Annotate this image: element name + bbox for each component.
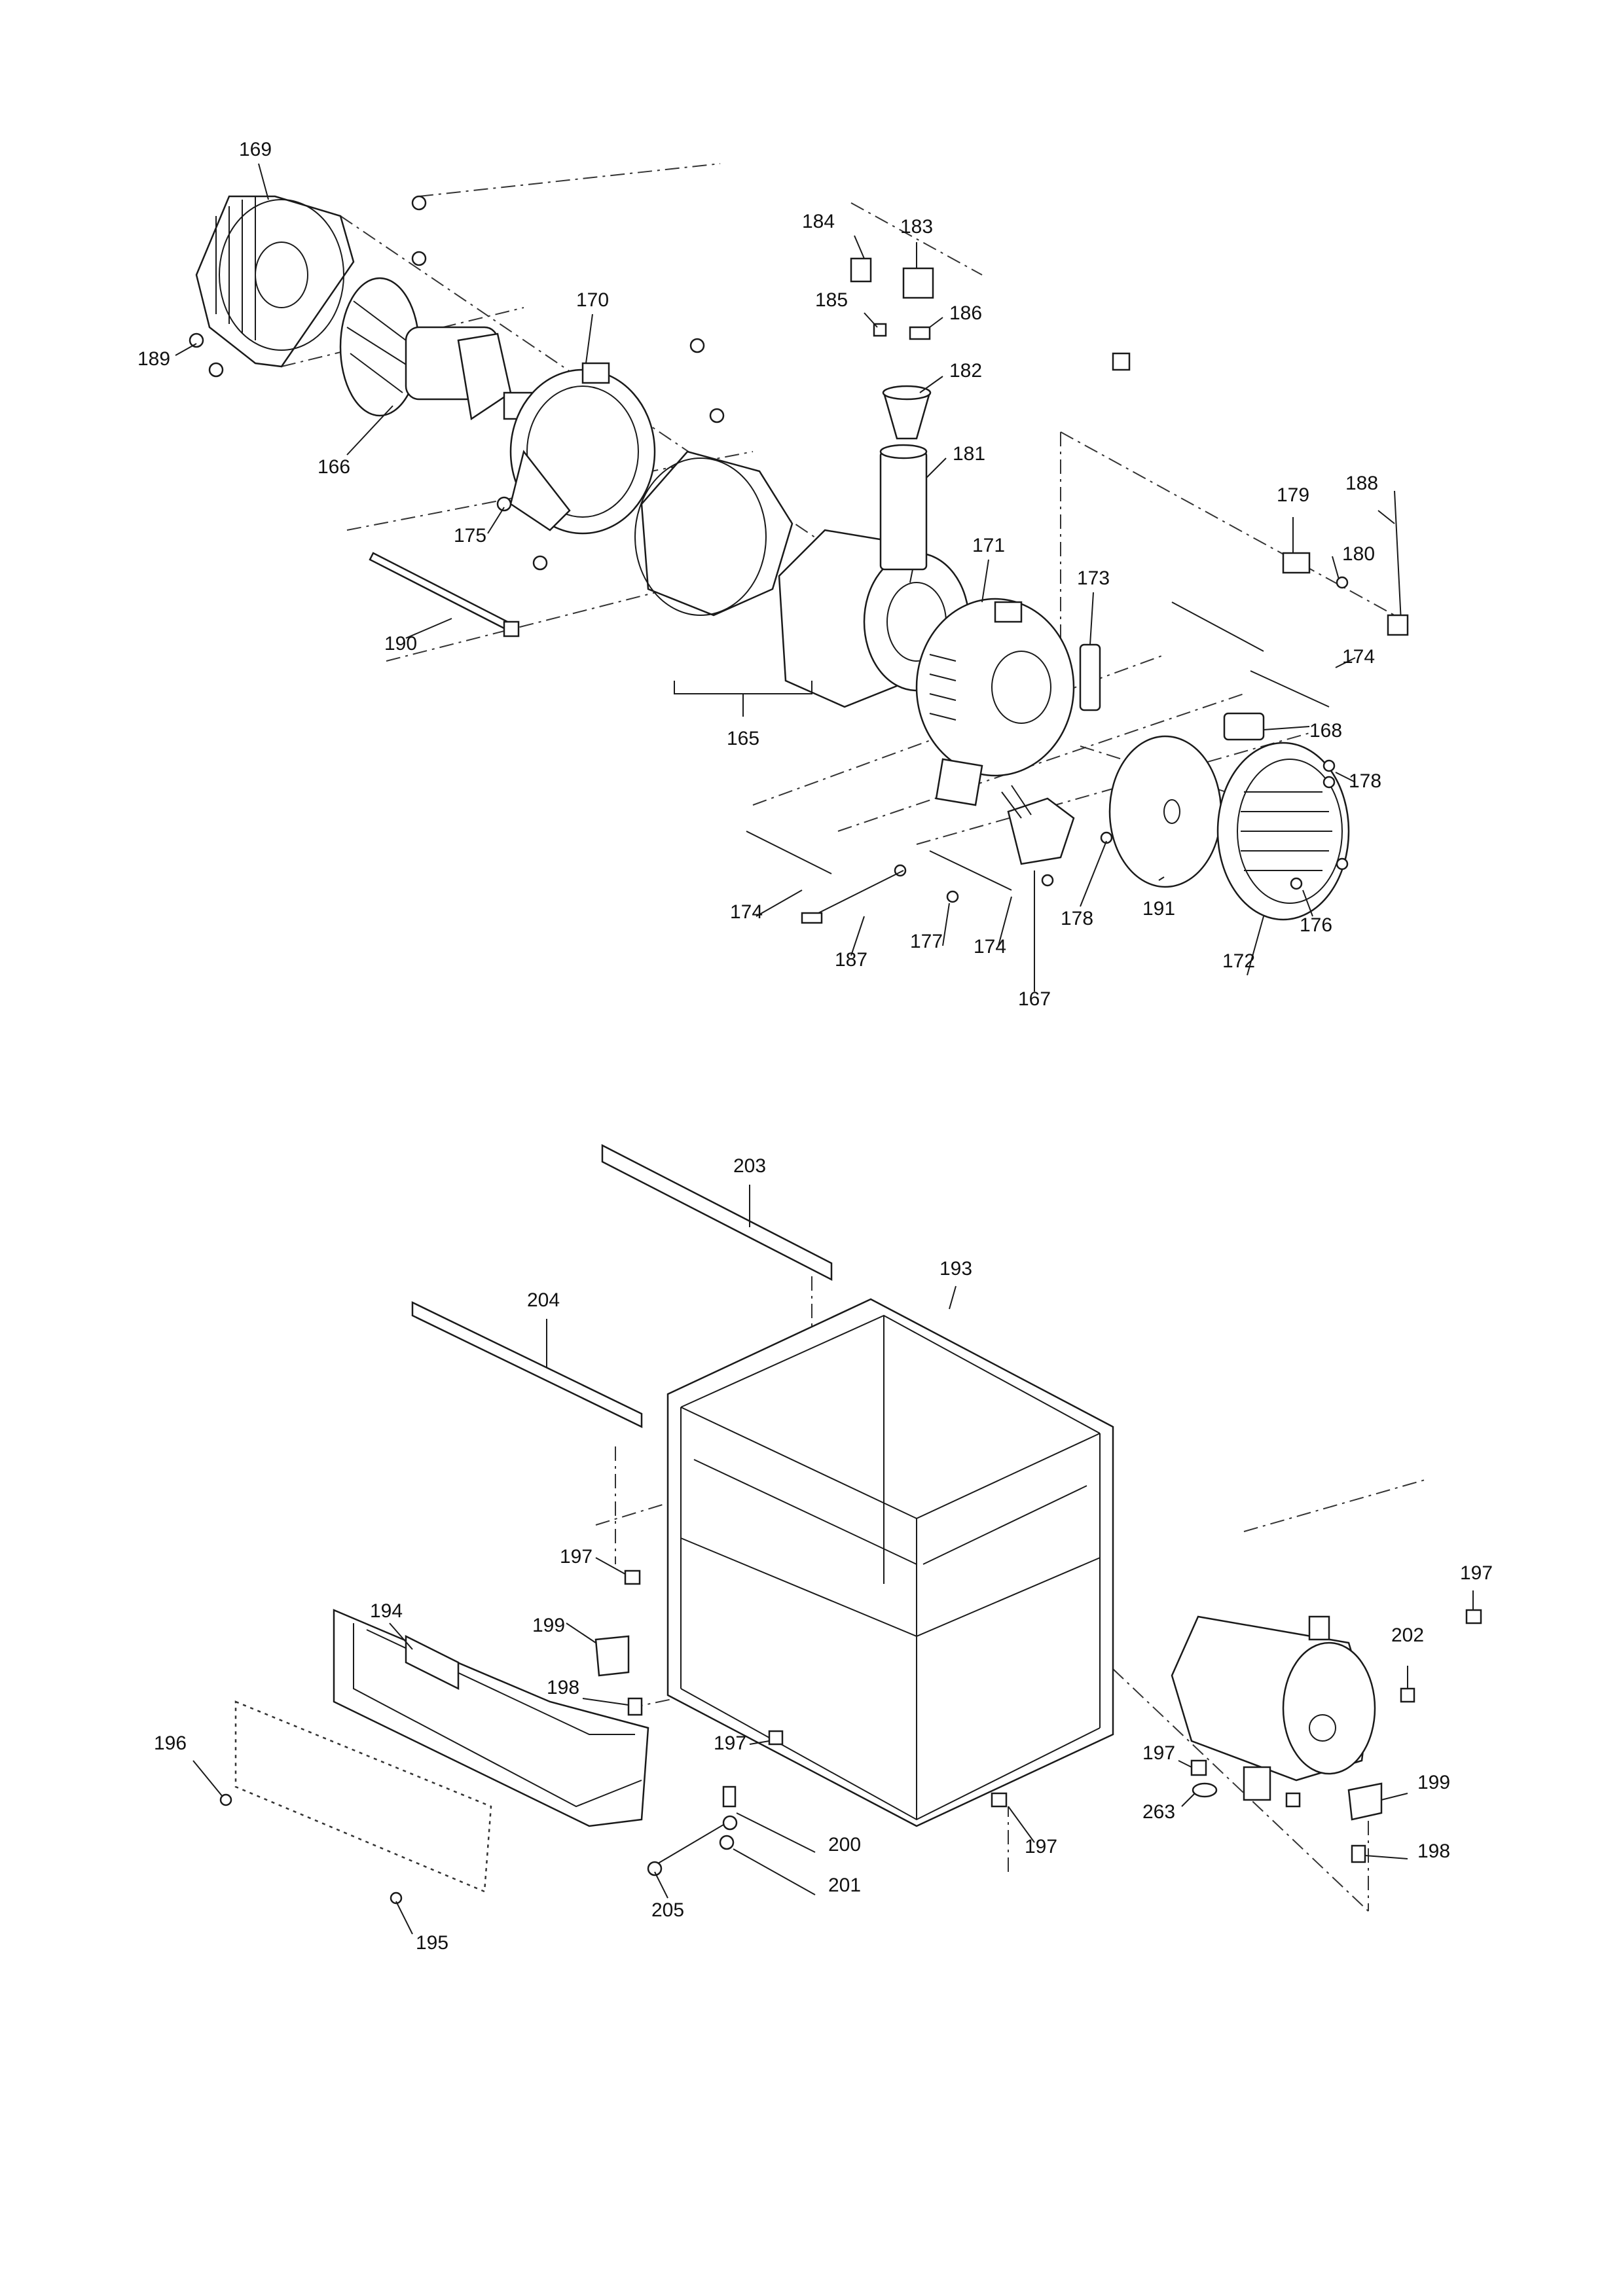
callout-181: 181 — [953, 443, 985, 465]
callout-198-b: 198 — [1417, 1840, 1450, 1862]
callout-183: 183 — [900, 216, 933, 238]
callout-193: 193 — [939, 1258, 972, 1280]
front-bracket-170 — [509, 362, 656, 535]
callout-204: 204 — [527, 1289, 560, 1311]
callout-190: 190 — [384, 633, 417, 655]
callout-203: 203 — [733, 1155, 766, 1177]
callout-191: 191 — [1142, 898, 1175, 920]
rotor-166 — [339, 277, 558, 421]
callout-197-a: 197 — [560, 1546, 593, 1568]
callout-169: 169 — [239, 139, 272, 160]
connectors-183-186 — [850, 257, 934, 340]
callout-177: 177 — [910, 931, 943, 952]
brush-holder-173 — [1079, 643, 1101, 711]
callout-172: 172 — [1222, 950, 1255, 972]
callout-189: 189 — [137, 348, 170, 370]
callout-178-b: 178 — [1061, 908, 1093, 929]
rear-housing-169 — [195, 195, 355, 368]
callout-166: 166 — [318, 456, 350, 478]
callout-170: 170 — [576, 289, 609, 311]
terminal-plate-167 — [1001, 785, 1075, 865]
callout-186: 186 — [949, 302, 982, 324]
front-housing-171 — [915, 598, 1075, 806]
callout-199-b: 199 — [1417, 1772, 1450, 1793]
callout-175: 175 — [454, 525, 486, 547]
panel-box-194 — [333, 1609, 649, 1827]
leader-lines-bottom — [192, 1185, 1474, 1935]
callout-202: 202 — [1391, 1624, 1424, 1646]
cylinder-181 — [879, 444, 928, 571]
callout-197-d: 197 — [1142, 1742, 1175, 1764]
callout-174-c: 174 — [974, 936, 1006, 958]
small-parts-top-right — [1112, 352, 1409, 636]
mounts-left — [594, 1570, 784, 1746]
callout-201: 201 — [828, 1874, 861, 1896]
assembly-lines-top — [281, 163, 1395, 845]
screws-bottom-left — [219, 1793, 403, 1905]
callout-199-a: 199 — [532, 1615, 565, 1636]
callout-167: 167 — [1018, 988, 1051, 1010]
callout-185: 185 — [815, 289, 848, 311]
callout-205: 205 — [651, 1899, 684, 1921]
callout-178-a: 178 — [1349, 770, 1381, 792]
frame-193 — [666, 1298, 1114, 1827]
callout-195: 195 — [416, 1932, 448, 1954]
callout-182: 182 — [949, 360, 982, 382]
rubber-strip-204 — [411, 1301, 643, 1428]
callout-176: 176 — [1300, 914, 1332, 936]
nut-frame-bottom — [991, 1792, 1008, 1808]
alternator-body-right — [1171, 1615, 1376, 1808]
callout-197-c: 197 — [714, 1732, 746, 1754]
leader-lines-top — [175, 163, 1395, 992]
callout-196: 196 — [154, 1732, 187, 1754]
callout-198-a: 198 — [547, 1677, 579, 1698]
callout-263: 263 — [1142, 1801, 1175, 1823]
callout-179: 179 — [1277, 484, 1309, 506]
callout-165: 165 — [727, 728, 759, 749]
rubber-strip-203 — [601, 1143, 833, 1282]
callout-197-b: 197 — [1460, 1562, 1493, 1584]
callout-187: 187 — [835, 949, 867, 971]
ground-cable-205 — [647, 1785, 738, 1876]
callout-168: 168 — [1309, 720, 1342, 742]
callout-194: 194 — [370, 1600, 403, 1622]
callout-197-e: 197 — [1025, 1836, 1057, 1857]
callout-188: 188 — [1345, 473, 1378, 494]
callout-174-b: 174 — [730, 901, 763, 923]
end-cap-grille-172 — [1216, 742, 1350, 921]
callout-184: 184 — [802, 211, 835, 232]
callout-173: 173 — [1077, 567, 1110, 589]
through-bolts — [369, 552, 1330, 891]
screws-top — [189, 195, 1349, 903]
diode-168 — [1223, 712, 1265, 741]
mounts-right — [1190, 1609, 1482, 1863]
cone-182 — [882, 385, 932, 440]
callout-174-a: 174 — [1342, 646, 1375, 668]
end-cover-191 — [1108, 735, 1222, 888]
stator-sleeve-165 — [634, 450, 793, 617]
callout-180: 180 — [1342, 543, 1375, 565]
ground-lead-187 — [801, 870, 904, 924]
callout-200: 200 — [828, 1834, 861, 1856]
callout-171: 171 — [972, 535, 1005, 556]
callout-labels: 169 184 183 170 185 186 189 182 166 181 … — [137, 139, 1493, 1954]
